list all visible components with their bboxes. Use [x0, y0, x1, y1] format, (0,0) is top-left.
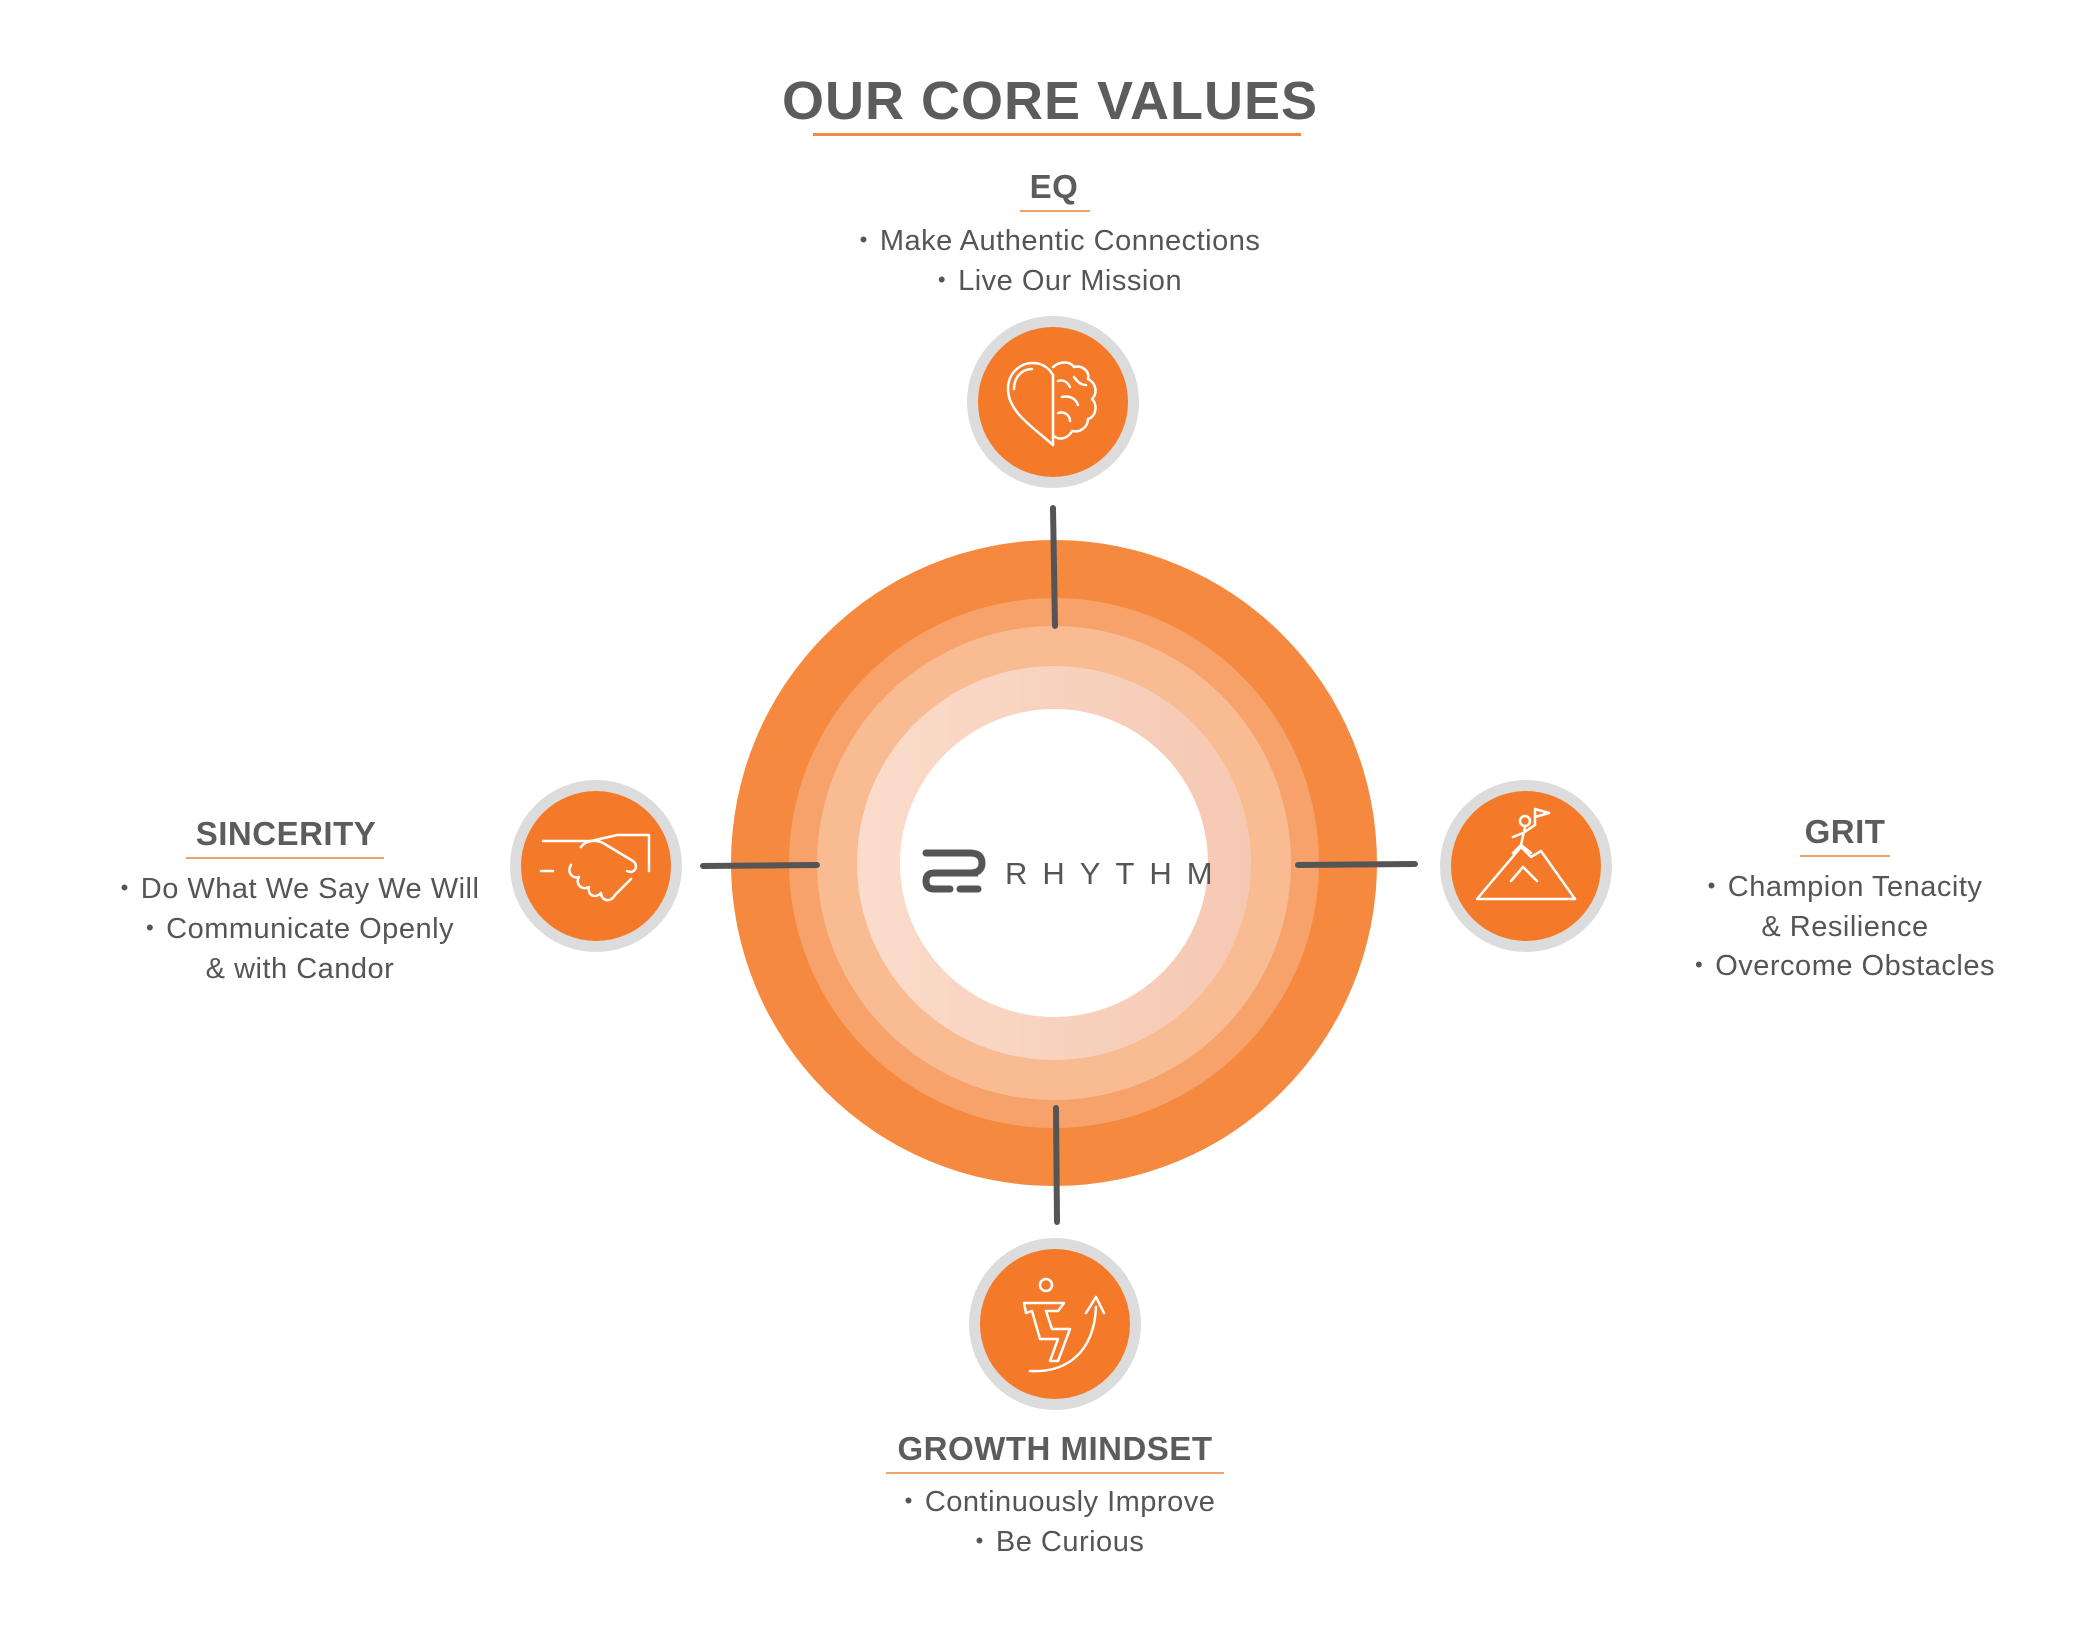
list-item: & with Candor: [205, 953, 395, 985]
rhythm-logo-icon: [922, 849, 986, 893]
logo-text: RHYTHM: [1005, 856, 1228, 891]
sincerity-badge: [510, 780, 682, 952]
page-title: OUR CORE VALUES: [781, 71, 1319, 131]
list-item: •Overcome Obstacles: [1695, 950, 1995, 982]
grit-badge: [1440, 780, 1612, 952]
list-item: •Make Authentic Connections: [859, 225, 1261, 257]
grit-bullets: •Champion Tenacity & Resilience •Overcom…: [1590, 868, 2100, 987]
grit-underline: [1800, 855, 1890, 857]
growth-badge: [969, 1238, 1141, 1410]
sincerity-bullets: •Do What We Say We Will •Communicate Ope…: [40, 870, 560, 989]
connector-left: [700, 862, 820, 869]
eq-heading: EQ: [1029, 168, 1079, 205]
list-item: •Be Curious: [975, 1526, 1145, 1558]
growth-heading: GROWTH MINDSET: [897, 1430, 1213, 1467]
connector-bottom: [1053, 1105, 1060, 1225]
list-item: •Do What We Say We Will: [120, 873, 480, 905]
list-item: & Resilience: [1761, 911, 1929, 943]
connector-right: [1295, 861, 1418, 868]
handshake-icon: [539, 833, 651, 902]
center-disc: [900, 709, 1208, 1017]
growth-underline: [886, 1472, 1224, 1474]
growth-bullets: •Continuously Improve •Be Curious: [810, 1483, 1310, 1563]
title-underline: [813, 133, 1301, 136]
connector-top: [1050, 505, 1058, 629]
eq-underline: [1020, 210, 1090, 212]
list-item: •Communicate Openly: [145, 913, 455, 945]
growth-stairs-icon: [1022, 1277, 1106, 1373]
list-item: •Continuously Improve: [904, 1486, 1216, 1518]
list-item: •Live Our Mission: [937, 265, 1183, 297]
sincerity-underline: [186, 857, 384, 859]
mountain-climber-icon: [1475, 807, 1577, 901]
eq-bullets: •Make Authentic Connections •Live Our Mi…: [760, 222, 1360, 302]
sincerity-heading: SINCERITY: [195, 815, 377, 852]
heart-brain-icon: [1006, 361, 1097, 447]
grit-heading: GRIT: [1804, 813, 1886, 850]
eq-badge: [967, 316, 1139, 488]
list-item: •Champion Tenacity: [1707, 871, 1983, 903]
